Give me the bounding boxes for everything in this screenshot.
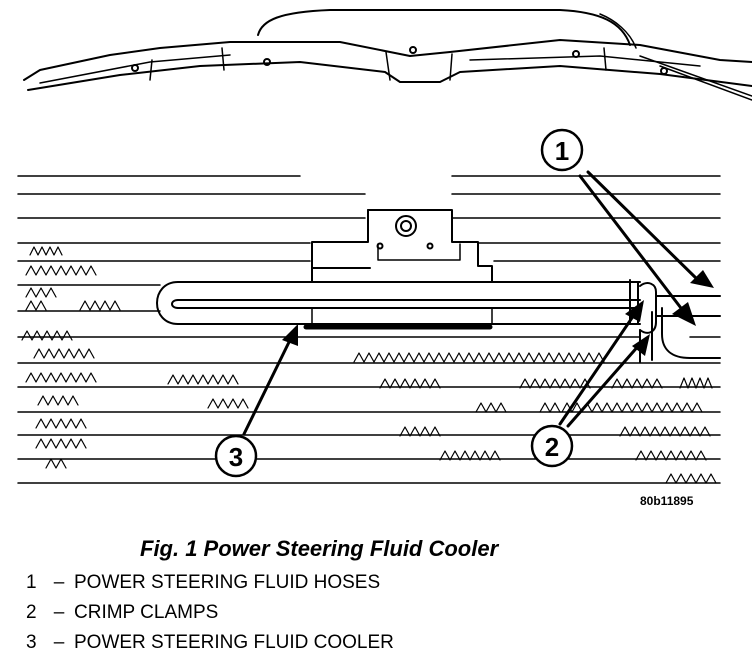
callout-1-label: 1	[555, 136, 569, 166]
crossmember	[23, 9, 752, 101]
cooler-diagram: 1 2 3	[17, 9, 752, 484]
callout-3-label: 3	[229, 442, 243, 472]
legend-number: 3	[26, 632, 37, 653]
callout-1: 1	[540, 128, 584, 172]
radiator-lines	[17, 175, 721, 484]
leader-lines	[242, 170, 714, 436]
legend: 1–POWER STEERING FLUID HOSES 2–CRIMP CLA…	[26, 568, 394, 658]
legend-number: 1	[26, 572, 37, 593]
legend-text: CRIMP CLAMPS	[74, 602, 219, 623]
cooler-body	[156, 209, 641, 330]
legend-text: POWER STEERING FLUID HOSES	[74, 572, 381, 593]
legend-number: 2	[26, 602, 37, 623]
legend-dash: –	[53, 572, 65, 593]
legend-dash: –	[53, 632, 65, 653]
callout-2: 2	[530, 424, 574, 468]
callout-3: 3	[214, 434, 258, 478]
figure-caption: Fig. 1 Power Steering Fluid Cooler	[140, 536, 499, 561]
legend-text: POWER STEERING FLUID COOLER	[74, 632, 394, 653]
legend-item: 1–POWER STEERING FLUID HOSES	[26, 568, 394, 598]
legend-item: 2–CRIMP CLAMPS	[26, 598, 394, 628]
fin-texture	[21, 246, 717, 484]
legend-item: 3–POWER STEERING FLUID COOLER	[26, 628, 394, 658]
figure-id: 80b11895	[640, 494, 694, 508]
hose-fittings	[629, 279, 721, 363]
legend-dash: –	[53, 602, 65, 623]
callout-2-label: 2	[545, 432, 559, 462]
